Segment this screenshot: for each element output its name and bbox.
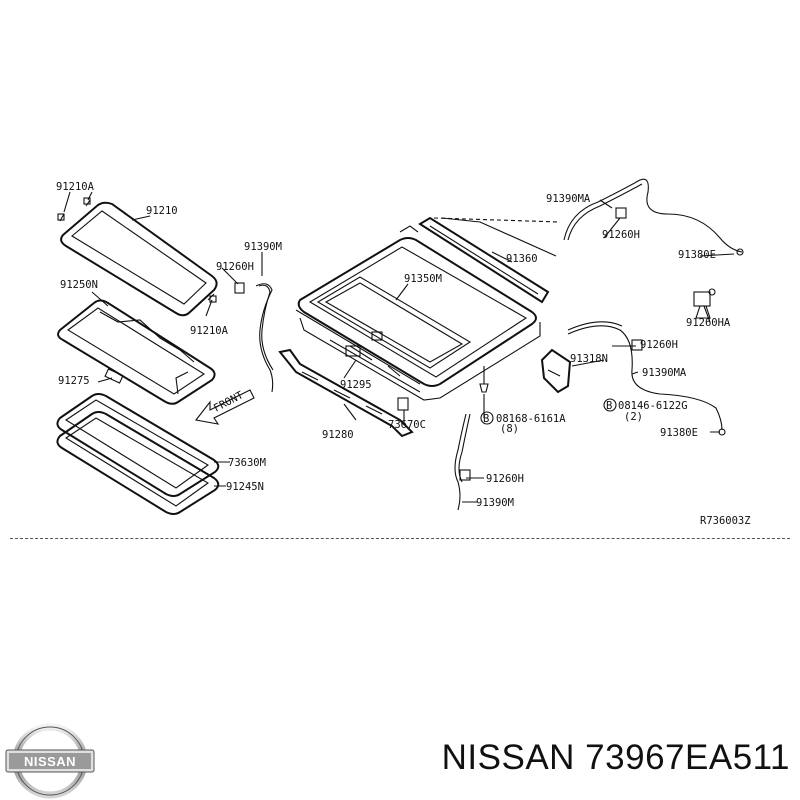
- part-label: 91260H: [486, 473, 524, 485]
- part-label: 91390MA: [546, 193, 591, 205]
- bolt-symbol-icon: B: [480, 411, 494, 425]
- drain-hose-left-front: [234, 282, 274, 393]
- part-qty-label: (8): [500, 423, 519, 435]
- dashed-separator: [10, 538, 790, 539]
- part-label: 91210A: [190, 325, 229, 337]
- sunroof-parts-diagram: B B 91210A 91210 91260H 91390M 91210A 91…: [56, 178, 751, 527]
- part-number-title: NISSAN 73967EA511: [441, 738, 790, 777]
- part-label: 91260H: [640, 339, 678, 351]
- part-label: 91280: [322, 429, 354, 441]
- hose-clip-part: [693, 288, 716, 319]
- part-label: 91390M: [476, 497, 514, 509]
- part-label: 91250N: [60, 279, 98, 291]
- part-label: 91260H: [216, 261, 254, 273]
- wind-deflector-part: [418, 216, 557, 304]
- front-direction-arrow: [195, 389, 255, 425]
- part-label: 08168-6161A: [496, 413, 566, 425]
- part-label: 91260H: [602, 229, 640, 241]
- part-label: 91380E: [660, 427, 698, 439]
- part-label: 91295: [340, 379, 372, 391]
- bolt-symbol-icon: B: [603, 398, 617, 412]
- part-label: 91390M: [244, 241, 282, 253]
- part-label: 91380E: [678, 249, 716, 261]
- part-label: 91210: [146, 205, 178, 217]
- drain-hose-right-front: [563, 178, 744, 256]
- nissan-logo-icon: NISSAN: [5, 723, 95, 799]
- part-label: 91275: [58, 375, 90, 387]
- part-qty-label: (2): [624, 411, 643, 423]
- sunshade-part: [57, 299, 216, 405]
- sunroof-frame-part: [295, 225, 541, 401]
- part-label: 73630M: [228, 457, 266, 469]
- bolt-symbol-b: B: [606, 400, 612, 412]
- part-label: 91360: [506, 253, 538, 265]
- logo-text: NISSAN: [24, 754, 76, 769]
- drain-bracket-part: [540, 348, 572, 394]
- glass-lid-part: [57, 197, 218, 317]
- drain-hose-rear-left: [454, 413, 471, 511]
- part-label: 91390MA: [642, 367, 687, 379]
- bolt-symbol-b: B: [483, 413, 489, 425]
- seal-frames-part: [56, 393, 220, 515]
- drain-hose-right-rear: [567, 321, 726, 436]
- part-label: 08146-6122G: [618, 400, 688, 412]
- part-label: 91245N: [226, 481, 264, 493]
- part-label: 91260HA: [686, 317, 731, 329]
- part-label: 91318N: [570, 353, 608, 365]
- part-label: 73670C: [388, 419, 426, 431]
- front-trim-strip-part: [278, 348, 414, 438]
- part-label: 91210A: [56, 181, 95, 193]
- part-label: 91350M: [404, 273, 442, 285]
- diagram-reference-code: R736003Z: [700, 515, 751, 527]
